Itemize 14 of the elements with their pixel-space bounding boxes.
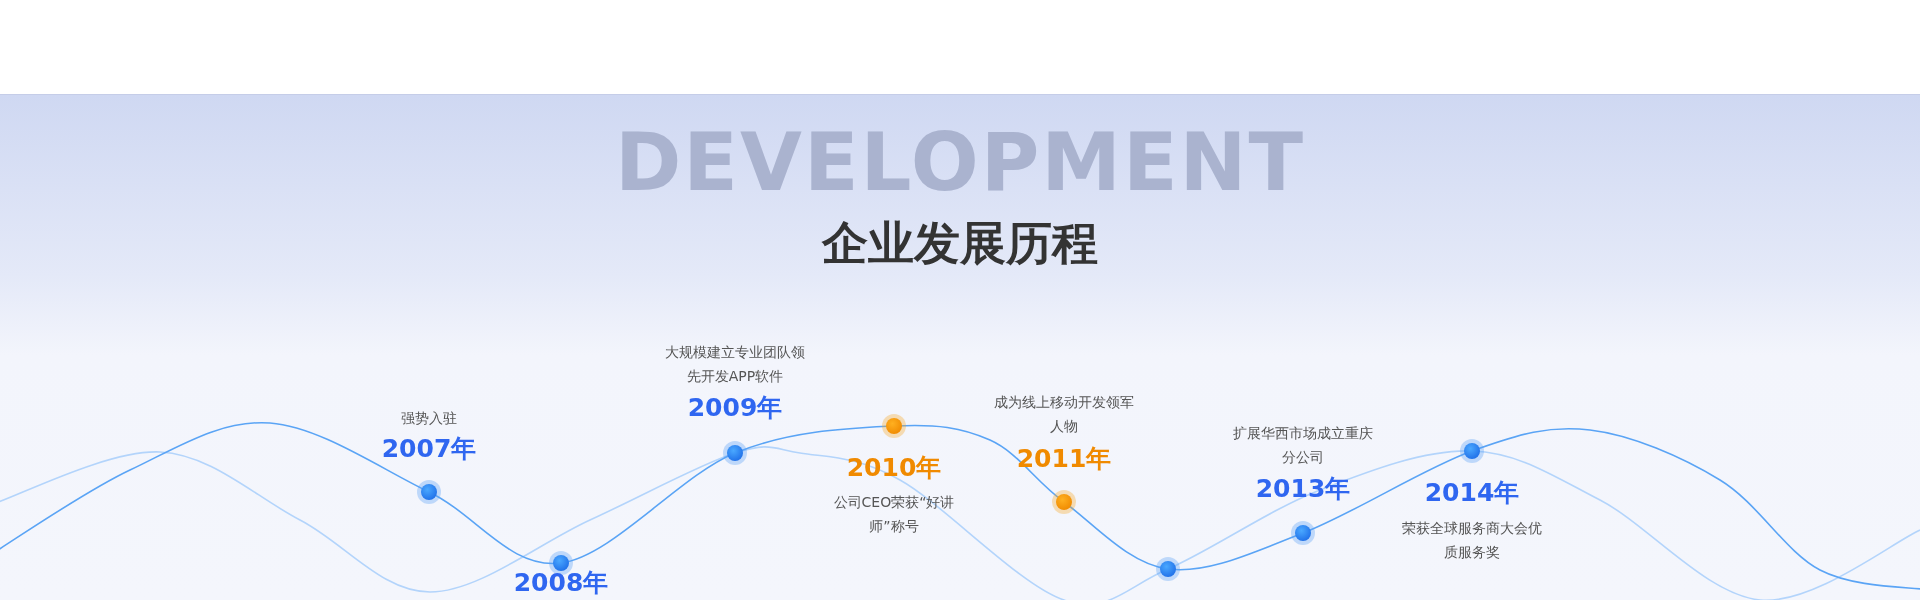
page-title: 企业发展历程 (822, 215, 1098, 271)
milestone-text: 强势入驻 (400, 409, 458, 428)
year-label: 2011年 (1016, 444, 1112, 474)
milestone-text: 大规模建立专业团队领先开发APP软件 (664, 343, 806, 386)
year-label: 2007年 (381, 434, 477, 464)
year-label: 2010年 (846, 453, 942, 483)
year-label: 2008年 (513, 568, 609, 598)
year-label: 2014年 (1424, 478, 1520, 508)
milestone-text: 成为线上移动开发领军人物 (993, 393, 1135, 436)
milestone-text: 扩展华西市场成立重庆分公司 (1232, 424, 1374, 467)
milestone-text: 荣获全球服务商大会优质服务奖 (1401, 519, 1543, 562)
year-label: 2013年 (1255, 474, 1351, 504)
milestone-text: 公司CEO荣获“好讲师”称号 (832, 493, 956, 536)
year-label: 2009年 (687, 393, 783, 423)
